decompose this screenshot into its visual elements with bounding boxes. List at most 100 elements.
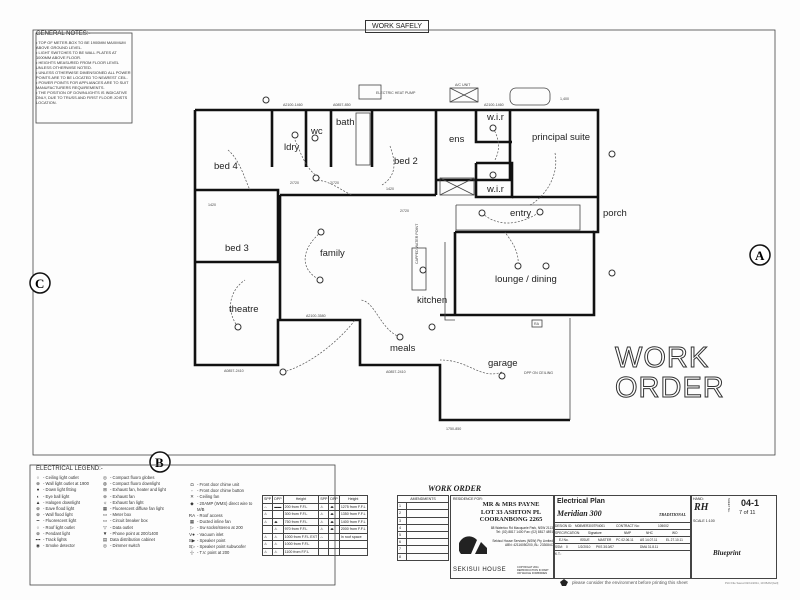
legend-label: - Smoke detector [43,543,75,549]
legend-symbol-icon: -|- [189,550,195,556]
amendment-number: 3 [397,516,407,525]
legend-symbol-icon: ✕ [190,494,194,500]
legend-item: ▼- Phone point at 200/1400 [100,531,184,537]
legend-symbol-icon: ○ [36,524,40,530]
amendment-row: 7 [397,545,449,554]
height-table-cell: ⏏ [328,525,340,534]
roof-access-label: RA [534,322,540,326]
legend-symbol-icon: ⊞ [103,487,107,493]
legend-item: ⊛- Exhaust fan [100,494,184,500]
height-table-row: ⚠⚠1100 from F.F.L [261,547,368,556]
legend-symbol-icon: ━ [36,518,40,524]
amendment-text [406,545,449,554]
legend-symbol-icon: V● [189,531,195,537]
bathtub [509,87,551,106]
amendment-row: 4 [397,523,449,532]
walls [193,84,600,422]
amendment-number: 8 [397,552,407,561]
legend-label: - Meter box [110,512,132,518]
legend-item: ✕- Ceiling fan [187,494,259,500]
note-item: • Heights measured from floor level unle… [36,60,119,70]
height-table-cell [328,532,340,541]
dim-door-7: 1750-850 [446,427,461,431]
legend-item: ○- Ceiling light outlet [33,475,97,481]
blueprint-stamp: Blueprint [713,549,741,557]
height-table-cell [261,525,274,534]
room-label-bath: bath [336,117,355,128]
legend-label: - Ceiling fan [197,494,220,500]
legend-label: - Sw socks/stereo at 200 [197,525,243,531]
legend-label: - Compact fluoro downlight [110,481,160,487]
room-label-wc: wc [310,126,323,137]
legend-symbol-icon: ▭ [102,512,108,518]
legend-label: - Circuit breaker box [110,518,148,524]
height-table-cell: 1350 from F.F.L [338,510,368,519]
legend-symbol-icon: ☼ [102,499,108,505]
note-item: • Top of meter-box to be 1900mm maximum … [36,40,126,50]
height-table-cell: ⚠ [272,547,284,556]
amendment-number: 4 [397,523,407,532]
legend-item: ⊕- Wall light outlet at 1900 [33,481,97,487]
room-label-garage: garage [488,358,518,369]
legend-item: ⊞- Exhaust fan, heater and light [100,487,184,493]
legend-label: - Pendant light [43,530,71,536]
legend-item: ⊗- Pendant light [33,531,97,537]
general-notes: GENERAL NOTES:- • Top of meter-box to be… [36,31,131,105]
legend-label: - Roof light outlet [43,524,75,530]
legend-item: ▦- Ducted inline fan [187,519,259,525]
note-item: • The position of downlights is indicati… [36,90,128,105]
legend-symbol-icon: ▦ [102,506,108,512]
sekisui-house-logo [459,536,487,554]
height-table-header: Height [338,495,368,504]
heat-pump-label: ELECTRIC HEAT PUMP [376,91,416,95]
client-details: MR & MRS PAYNE LOT 33 ASHTON PL COORANBO… [479,501,543,523]
hand-label: HAND: [693,497,704,501]
legend-symbol-icon: S▶ [188,537,196,543]
height-table-row: ⚠⏏750 from F.F.L⚠⏏1400 from F.F.L [261,517,368,526]
dpp-ceiling-label: DPP ON CEILING [524,371,553,375]
height-table-cell: In roof space [338,532,368,541]
legend-item: ⊗- Eave flood light [33,506,97,512]
amendment-number: 6 [397,538,407,547]
legend-symbol-icon: ▼ [102,530,108,536]
legend-item: ☼- Exhaust fan light [100,500,184,506]
height-table-cell [318,540,330,549]
legend-item: ━- Fluorescent light [33,518,97,524]
dim-door-8: 2/720 [290,181,299,185]
recycle-icon [560,579,568,586]
hand-value: RH [694,502,709,513]
height-table-cell [328,547,340,556]
legend-symbol-icon: ⊗ [36,530,40,536]
legend-label: - Exhaust fan, heater and light [110,487,166,493]
legend-label: - Exhaust fan [110,493,135,499]
legend-label: - 20AMP (WMS) direct wire to M/B [197,500,253,512]
notes-border [35,32,133,124]
legend-column-1: ○- Ceiling light outlet⊕- Wall light out… [33,475,97,549]
legend-symbol-icon: ◎ [102,543,107,549]
height-table-row: ⚠970 from F.F.L⚠⏏2000 from F.F.L [261,525,368,534]
legend-symbol-icon: ◉ [35,543,40,549]
height-table-cell: 1000 from F.F.L EXT [282,532,320,541]
height-table-row: ⌓▬▬200 from F.F.L⚠⏏1275 from F.F.L [261,502,368,511]
legend-symbol-icon: ● [36,487,40,493]
sheet-info-block: HAND: RH SHEET No. 04-1 7 of 11 SCALE 1:… [690,495,777,579]
section-marker-c: C [29,272,51,294]
height-table-cell: ⚠ [261,540,274,549]
legend-label: - T.V. point at 200 [197,550,230,556]
legend-item: ◆- 20AMP (WMS) direct wire to M/B [187,501,259,513]
height-table-cell: ⚠ [272,540,284,549]
height-table-cell: ⏏ [272,517,284,526]
amendment-number: 7 [397,545,407,554]
height-table-cell: ⚠ [272,532,284,541]
height-table-cell: 300 from F.F.L [282,510,320,519]
height-table-cell: 1400 from F.F.L [338,517,368,526]
legend-item: ◍- Compact fluoro downlight [100,481,184,487]
room-label-entry: entry [510,208,531,219]
legend-symbol-icon: ◆ [190,500,194,506]
